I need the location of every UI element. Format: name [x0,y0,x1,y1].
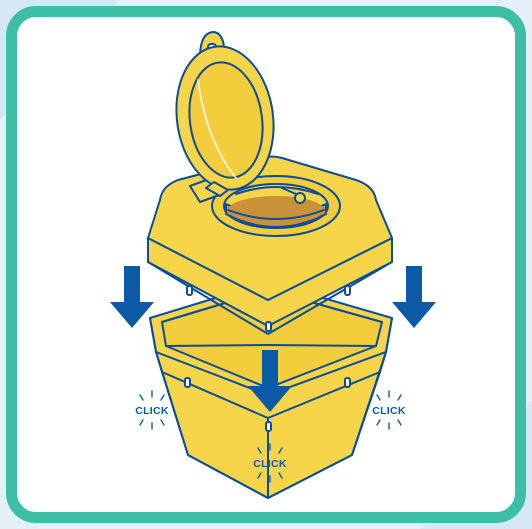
arrow-down-icon-right [392,266,436,328]
click-indicator-left: CLICK [135,391,169,429]
arrow-down-icon-left [110,266,154,328]
click-label-center: CLICK [253,458,287,470]
click-indicator-right: CLICK [372,391,406,429]
click-label-right: CLICK [372,405,406,417]
click-label-left: CLICK [135,405,169,417]
